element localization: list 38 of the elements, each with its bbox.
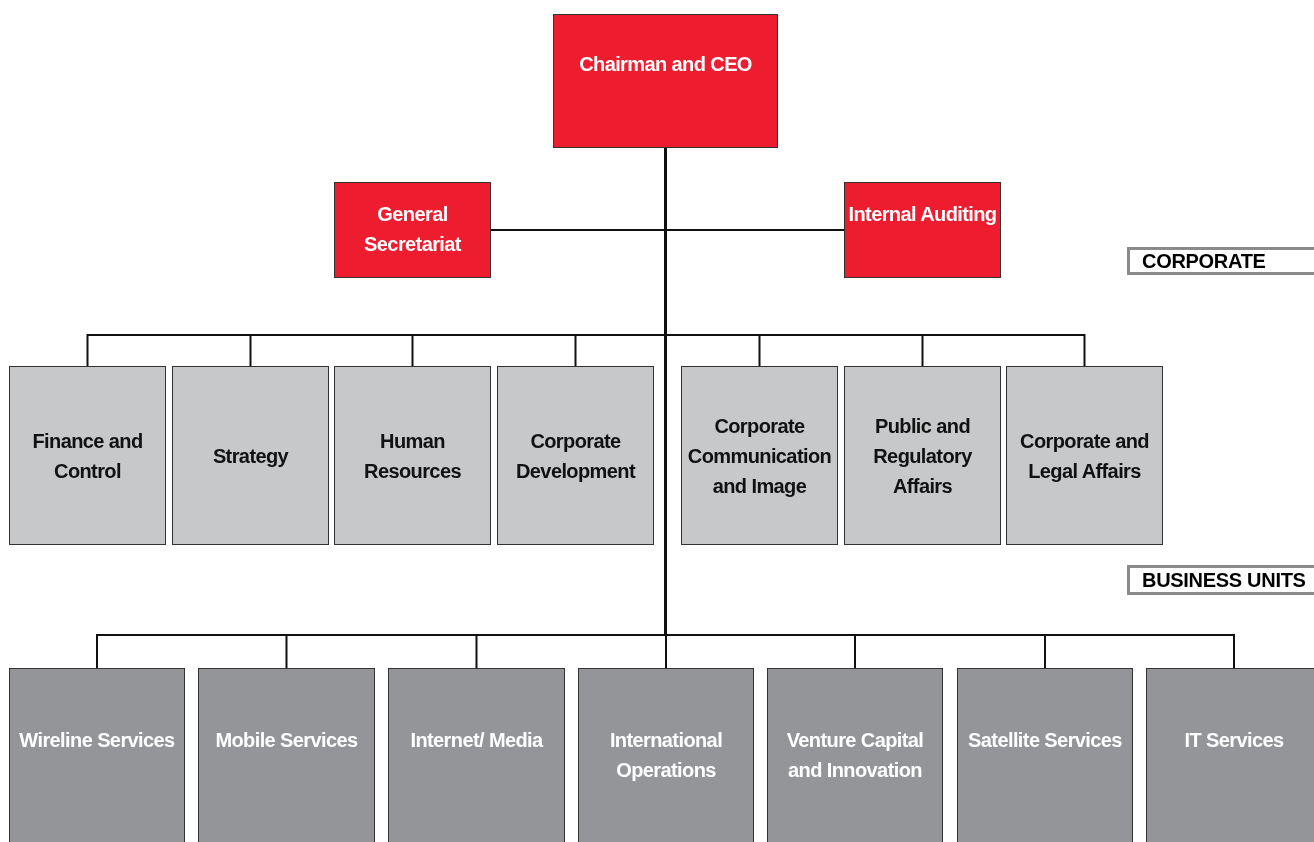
org-unit-box [957, 668, 1133, 842]
org-unit-box [1146, 668, 1314, 842]
unit-name: General Secretariat [363, 202, 463, 257]
section-tag [1127, 565, 1314, 595]
unit-name: Chairman and CEO [579, 52, 752, 77]
unit-name: Internal Auditing [848, 202, 997, 227]
org-unit-box [553, 14, 778, 148]
org-unit-box [334, 366, 491, 545]
org-unit-box [198, 668, 375, 842]
org-unit-box [172, 366, 329, 545]
unit-name: Mobile Services [215, 728, 358, 753]
unit-name: Wireline Services [19, 728, 175, 753]
org-unit-box [844, 366, 1001, 545]
section-tag [1127, 247, 1314, 275]
org-unit-box [9, 668, 185, 842]
org-unit-box [681, 366, 838, 545]
unit-name: Corporate Communication and Image [686, 413, 833, 499]
org-unit-box [388, 668, 565, 842]
org-unit-box [9, 366, 166, 545]
org-unit-box [578, 668, 754, 842]
unit-name: Satellite Services [968, 728, 1122, 753]
org-unit-box [844, 182, 1001, 278]
unit-name: Strategy [212, 443, 289, 469]
unit-name: Internet/ Media [410, 728, 543, 753]
org-unit-box [497, 366, 654, 545]
org-unit-box [767, 668, 943, 842]
section-label: BUSINESS UNITS [1142, 570, 1306, 590]
unit-name: Corporate Development [515, 428, 637, 484]
unit-name: Human Resources [363, 428, 462, 484]
unit-name: Venture Capital and Innovation [785, 728, 925, 783]
section-label: CORPORATE [1142, 251, 1266, 271]
org-unit-box [334, 182, 491, 278]
unit-name: IT Services [1184, 728, 1284, 753]
unit-name: Finance and Control [31, 428, 144, 484]
org-unit-box [1006, 366, 1163, 545]
unit-name: Corporate and Legal Affairs [1019, 428, 1150, 484]
unit-name: International Operations [608, 728, 724, 783]
unit-name: Public and Regulatory Affairs [872, 413, 973, 499]
